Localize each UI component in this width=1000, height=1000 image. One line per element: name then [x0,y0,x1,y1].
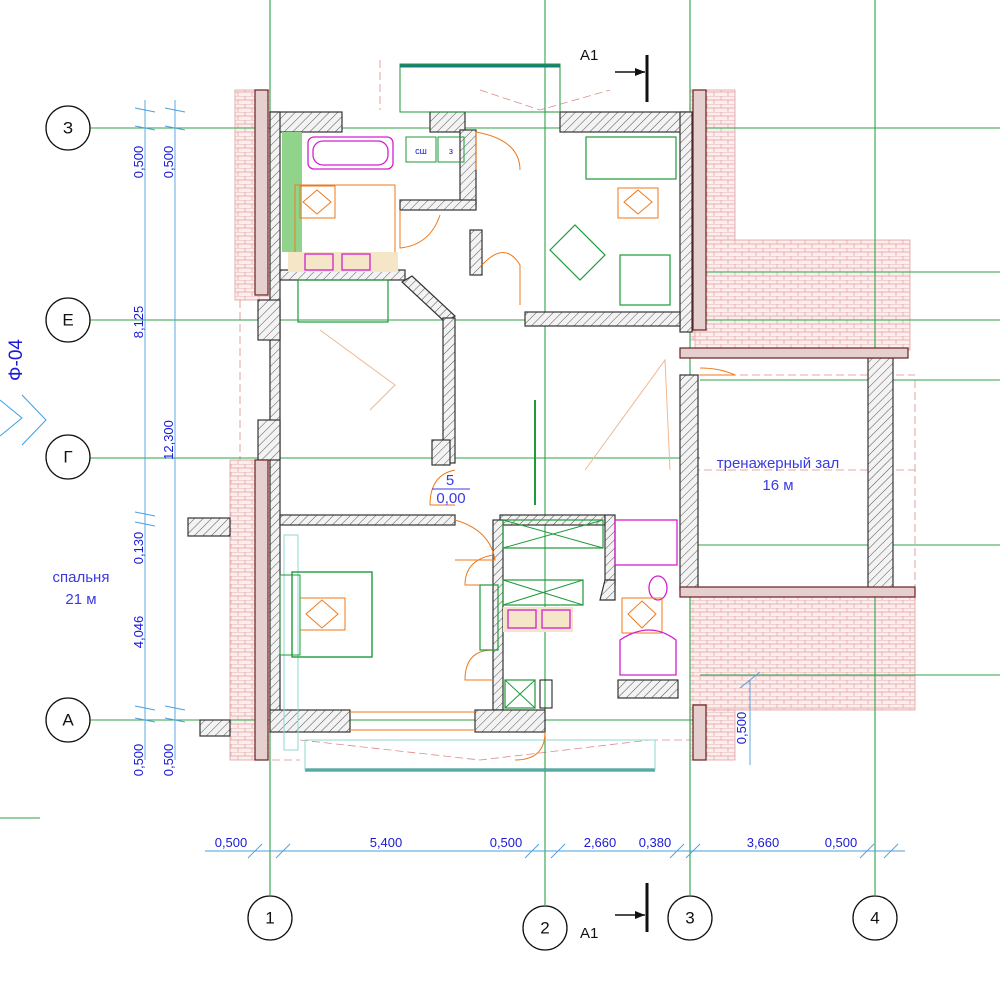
dim-bottom-4: 2,660 [584,835,617,850]
gym-area: 16 м [762,477,793,494]
dim-left-outer-3: 0,130 [131,532,146,565]
gym-name: тренажерный зал [717,455,839,472]
windows [283,63,656,772]
dim-bottom-5: 0,380 [639,835,672,850]
hall-level: 0,00 [436,490,465,507]
sheet-label: Ф-04 [6,339,27,381]
axis-marker-2: 2 [522,905,568,951]
axis-marker-1: 1 [247,895,293,941]
dim-left-inner-2: 12,300 [161,420,176,460]
dim-bottom-7: 0,500 [825,835,858,850]
axis-label-a: А [62,711,74,730]
cabinet-label-2: з [449,146,453,156]
dim-left-outer-5: 0,500 [131,744,146,777]
axis-label-e: Е [62,311,73,330]
dim-bottom-3: 0,500 [490,835,523,850]
axis-marker-a: А [45,697,91,743]
axis-marker-4: 4 [852,895,898,941]
hall-number: 5 [446,472,454,489]
axis-label-4: 4 [870,909,879,928]
left-dimension-chains [134,100,186,760]
beams [254,89,916,761]
dim-bottom-6: 3,660 [747,835,780,850]
dim-left-outer-4: 4,046 [131,616,146,649]
axis-label-g: Г [63,448,72,467]
axis-marker-3: 3 [667,895,713,941]
furniture [279,132,678,709]
axis-label-3: 3 [685,909,694,928]
axis-marker-g: Г [45,434,91,480]
axis-label-2: 2 [540,919,549,938]
axis-marker-e: Е [45,297,91,343]
sheet-reference: Ф-04 [0,339,47,446]
dim-left-outer-1: 0,500 [131,146,146,179]
dim-bottom-2: 5,400 [370,835,403,850]
section-label-bottom: А1 [580,925,598,942]
dim-left-inner-3: 0,500 [161,744,176,777]
section-label-top: А1 [580,47,598,64]
axis-label-z: З [63,119,73,138]
walls [187,111,894,737]
cabinet-label-1: сш [415,146,427,156]
bedroom-area: 21 м [65,591,96,608]
bottom-dimension-chain [205,843,905,859]
bedroom-name: спальня [53,569,110,586]
dim-left-inner-1: 0,500 [161,146,176,179]
dim-right-small: 0,500 [734,712,749,745]
axis-marker-z: З [45,105,91,151]
hall-floor-outline [319,329,671,471]
dim-left-outer-2: 8,125 [131,306,146,339]
roof-tiles [229,89,916,761]
section-marker-bottom: А1 [580,883,649,942]
section-marker-top: А1 [580,47,649,102]
dim-bottom-1: 0,500 [215,835,248,850]
axis-label-1: 1 [265,909,274,928]
